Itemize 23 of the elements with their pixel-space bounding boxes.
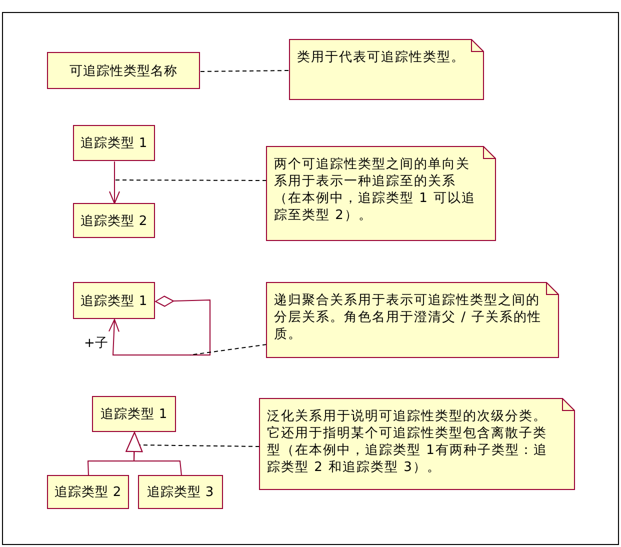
note-text: 类用于代表可追踪性类型。 <box>297 49 466 66</box>
arrow <box>109 161 120 204</box>
generalization-arrow <box>126 432 182 476</box>
class-box: 追踪类型 1 <box>73 282 155 319</box>
note <box>289 39 484 100</box>
note <box>266 146 496 241</box>
note-link <box>112 180 267 181</box>
note-text: 递归聚合关系用于表示可追踪性类型之间的分层关系。角色名用于澄清父 / 子关系的性质。 <box>274 292 543 343</box>
class-box: 追踪类型 2 <box>47 475 129 509</box>
note-link <box>200 70 290 72</box>
class-box: 追踪类型 1 <box>73 125 155 161</box>
class-box: 追踪类型 1 <box>92 396 176 432</box>
note-text: 两个可追踪性类型之间的单向关系用于表示一种追踪至的关系（在本例中，追踪类型 1 可以追踪至类型 2）。 <box>274 156 477 224</box>
note-text: 泛化关系用于说明可追踪性类型的次级分类。它还用于指明某个可追踪性类型包含离散子类型（在本例中，追踪类型 1有两种子类型：追踪类型 2 和追踪类型 3）。 <box>267 408 548 476</box>
class-box: 可追踪性类型名称 <box>47 52 200 89</box>
note-link <box>140 444 260 447</box>
aggregation-arrow <box>108 296 210 356</box>
class-box: 追踪类型 3 <box>138 475 223 509</box>
note <box>259 398 575 490</box>
class-box: 追踪类型 2 <box>73 203 155 238</box>
role-label: +子 <box>84 335 108 352</box>
note <box>266 282 559 358</box>
note-link <box>190 344 267 356</box>
